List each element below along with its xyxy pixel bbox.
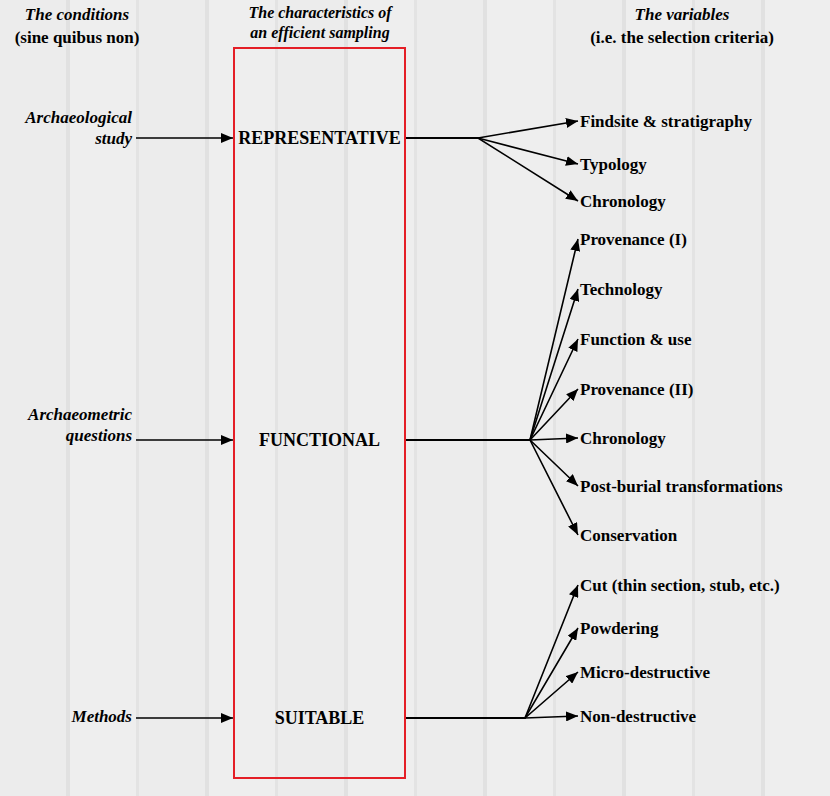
node-text: Typology <box>580 154 647 175</box>
arrow-connector <box>406 672 578 718</box>
node-text: Micro-destructive <box>580 662 710 683</box>
condition-label: Archaeometric questions <box>4 402 136 448</box>
characteristic-label: FUNCTIONAL <box>233 426 406 454</box>
node-text: Chronology <box>580 428 666 449</box>
node-text: Chronology <box>580 191 666 212</box>
arrow-connector <box>406 628 578 718</box>
variable-label: Provenance (I) <box>578 228 689 251</box>
node-text: Conservation <box>580 525 677 546</box>
variable-label: Chronology <box>578 427 668 450</box>
arrow-connector <box>406 585 578 718</box>
node-text: Post-burial transformations <box>580 476 783 497</box>
red-frame <box>233 47 406 779</box>
node-text: Methods <box>8 706 132 727</box>
arrow-connector <box>406 239 578 440</box>
arrow-connector <box>406 716 578 718</box>
arrow-connector <box>406 289 578 440</box>
variable-label: Micro-destructive <box>578 661 712 684</box>
variable-label: Chronology <box>578 190 668 213</box>
variable-label: Technology <box>578 278 665 301</box>
arrow-connector <box>406 440 578 486</box>
node-text: SUITABLE <box>233 707 406 729</box>
variable-label: Non-destructive <box>578 705 698 728</box>
characteristic-label: SUITABLE <box>233 704 406 732</box>
variable-label: Typology <box>578 153 649 176</box>
node-text: REPRESENTATIVE <box>233 127 406 149</box>
arrow-connector <box>406 121 578 138</box>
variable-label: Powdering <box>578 617 660 640</box>
arrow-connector <box>406 440 578 535</box>
arrow-connector <box>406 339 578 440</box>
arrow-connector <box>406 138 578 164</box>
characteristic-label: REPRESENTATIVE <box>233 124 406 152</box>
node-text: Provenance (I) <box>580 229 687 250</box>
node-text: Cut (thin section, stub, etc.) <box>580 575 780 596</box>
node-text: Provenance (II) <box>580 379 693 400</box>
variable-label: Provenance (II) <box>578 378 695 401</box>
arrow-connector <box>136 717 233 719</box>
node-text: Findsite & stratigraphy <box>580 111 752 132</box>
variable-label: Function & use <box>578 328 693 351</box>
variable-label: Conservation <box>578 524 679 547</box>
node-text: Function & use <box>580 329 691 350</box>
condition-label: Methods <box>4 704 136 729</box>
node-text: Non-destructive <box>580 706 696 727</box>
variable-label: Cut (thin section, stub, etc.) <box>578 574 782 597</box>
header-label: (sine quibus non) <box>2 27 152 49</box>
arrow-connector <box>136 137 233 139</box>
arrow-connector <box>136 439 233 441</box>
node-text: Archaeological study <box>8 107 132 149</box>
arrow-connector <box>406 389 578 440</box>
header-label: The conditions <box>2 4 152 26</box>
sampling-frame: The characteristics of an efficient samp… <box>215 3 425 781</box>
node-text: FUNCTIONAL <box>233 429 406 451</box>
variable-label: Post-burial transformations <box>578 475 785 498</box>
node-text: Archaeometric questions <box>8 404 132 446</box>
node-text: Powdering <box>580 618 658 639</box>
condition-label: Archaeological study <box>4 105 136 151</box>
box-heading: The characteristics of an efficient samp… <box>245 3 395 43</box>
variable-label: Findsite & stratigraphy <box>578 110 754 133</box>
node-text: Technology <box>580 279 663 300</box>
arrow-connector <box>406 138 578 201</box>
header-label: (i.e. the selection criteria) <box>566 27 798 49</box>
header-label: The variables <box>566 4 798 26</box>
